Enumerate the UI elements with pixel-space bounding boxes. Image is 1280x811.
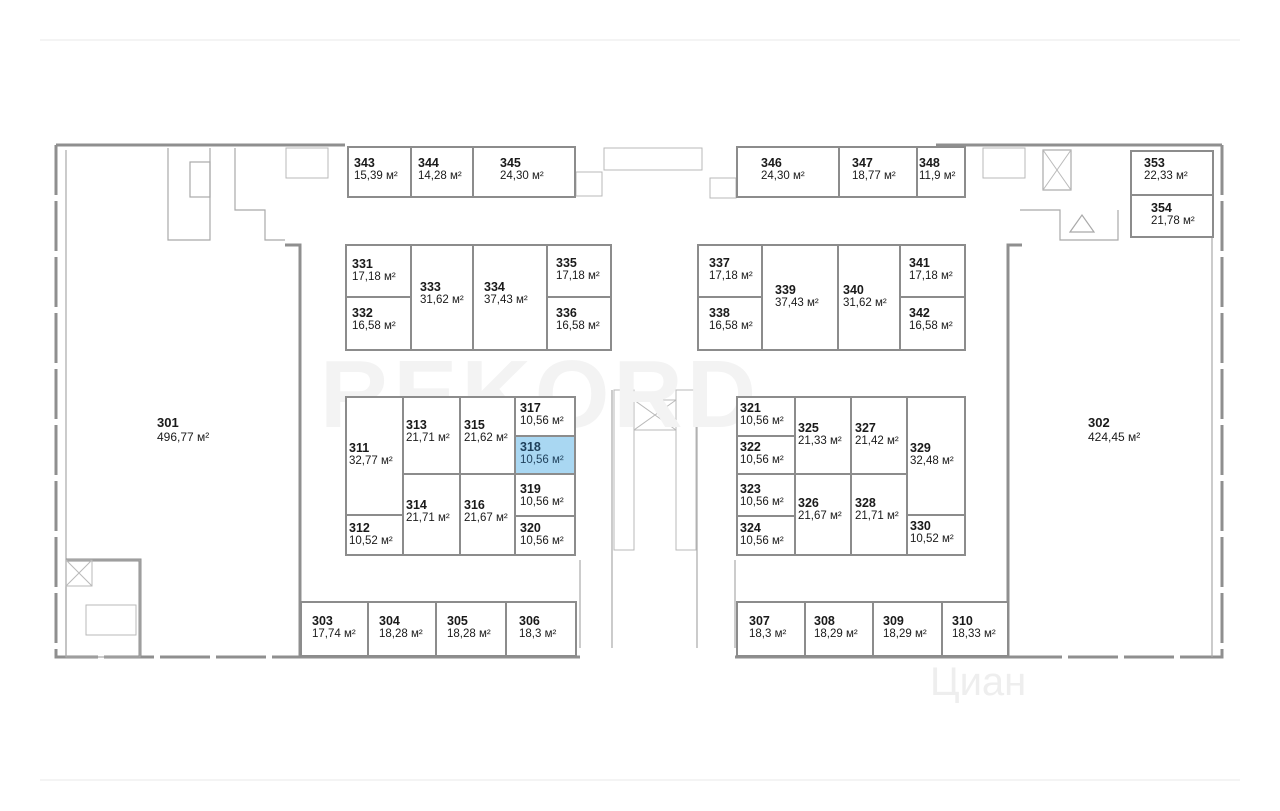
unit-341[interactable] xyxy=(899,244,966,298)
unit-332[interactable] xyxy=(345,296,412,351)
unit-310[interactable] xyxy=(941,601,1009,657)
unit-353[interactable] xyxy=(1130,150,1214,196)
unit-345[interactable] xyxy=(472,146,576,198)
unit-325[interactable] xyxy=(794,396,852,475)
unit-329[interactable] xyxy=(906,396,966,516)
unit-337[interactable] xyxy=(697,244,763,298)
unit-320[interactable] xyxy=(514,515,576,556)
unit-348[interactable] xyxy=(916,146,966,198)
unit-342[interactable] xyxy=(899,296,966,351)
unit-333[interactable] xyxy=(410,244,474,351)
unit-318[interactable] xyxy=(514,435,576,475)
unit-314[interactable] xyxy=(402,473,461,556)
unit-327[interactable] xyxy=(850,396,908,475)
unit-308[interactable] xyxy=(804,601,874,657)
unit-330[interactable] xyxy=(906,514,966,556)
unit-346[interactable] xyxy=(736,146,840,198)
unit-323[interactable] xyxy=(736,473,796,517)
unit-322[interactable] xyxy=(736,435,796,475)
unit-306[interactable] xyxy=(505,601,577,657)
unit-338[interactable] xyxy=(697,296,763,351)
unit-304[interactable] xyxy=(367,601,437,657)
watermark-cian: Циан xyxy=(930,660,1027,704)
unit-340[interactable] xyxy=(837,244,901,351)
unit-354[interactable] xyxy=(1130,194,1214,238)
unit-336[interactable] xyxy=(546,296,612,351)
